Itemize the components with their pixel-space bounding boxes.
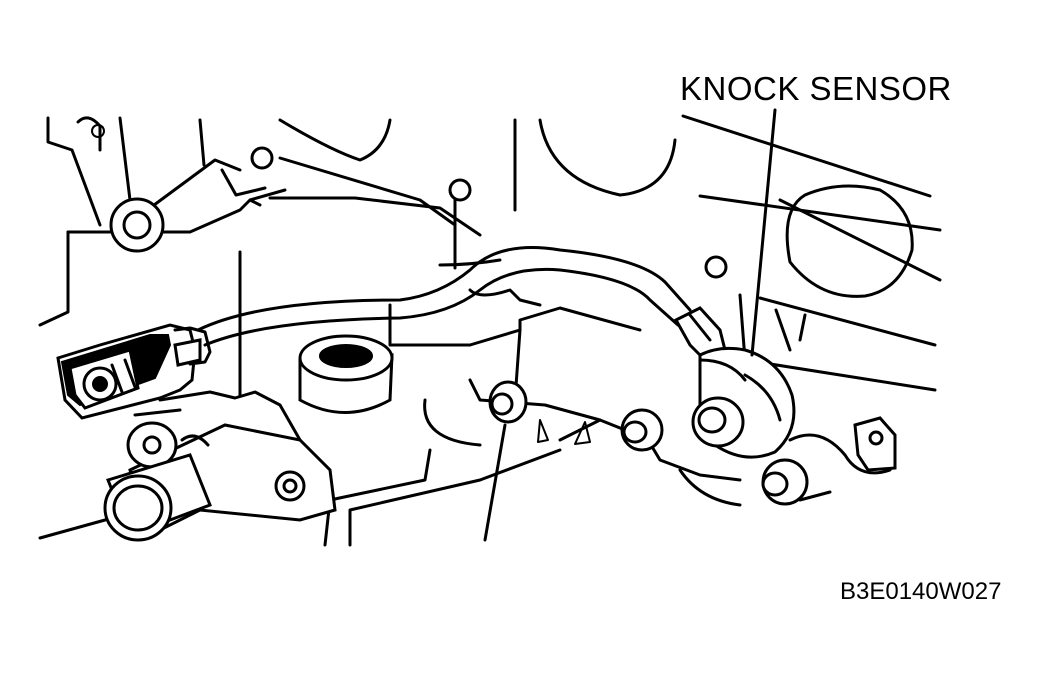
right-bracket bbox=[788, 416, 897, 502]
figure-code: B3E0140W027 bbox=[840, 578, 1002, 605]
leader-lines bbox=[483, 108, 777, 542]
bolt-center bbox=[488, 380, 528, 424]
bolt-lower-right bbox=[761, 458, 809, 506]
sensor-connector bbox=[56, 323, 212, 420]
knock-sensor-callout-label: KNOCK SENSOR bbox=[680, 70, 952, 107]
coolant-pipe bbox=[38, 390, 337, 542]
cylindrical-boss bbox=[298, 334, 394, 414]
bolt-upper-left bbox=[109, 197, 165, 253]
bolt-center-right bbox=[620, 408, 664, 452]
sensor-harness bbox=[196, 246, 692, 347]
knock-sensor-body bbox=[673, 306, 796, 459]
